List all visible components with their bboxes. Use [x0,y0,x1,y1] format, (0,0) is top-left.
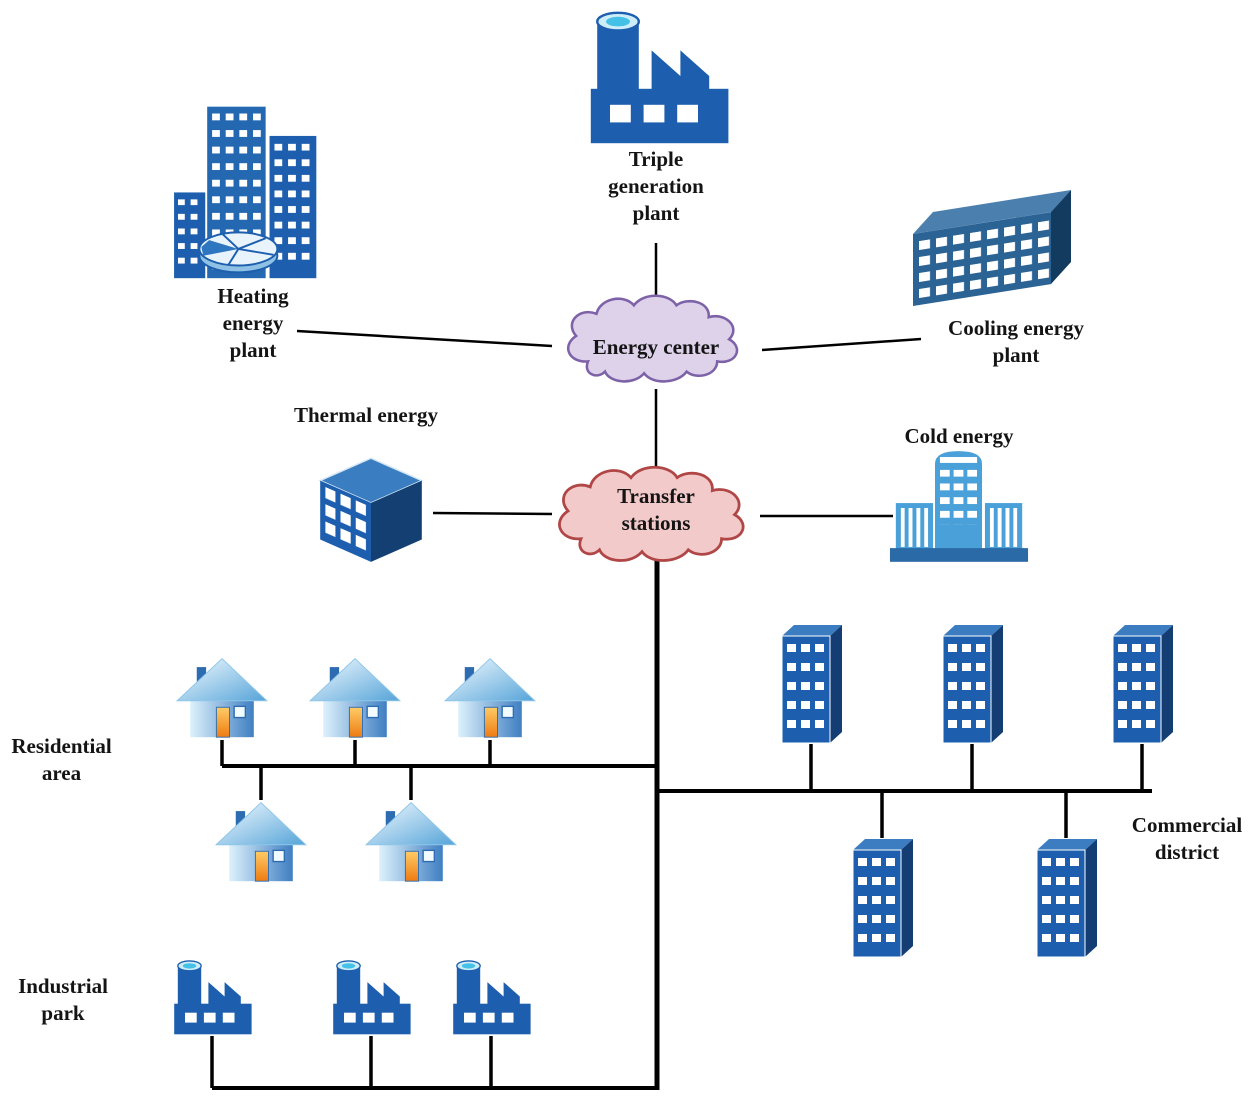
label-cooling-energy-plant: Cooling energy plant [948,316,1084,367]
label-cold-energy: Cold energy [904,424,1014,448]
office-building-icon [1109,622,1175,744]
label-thermal-energy: Thermal energy [293,403,439,427]
house-icon [214,798,308,884]
label-energy-center: Energy center [592,335,720,359]
house-icon [443,654,537,740]
edge-heating-to-center [296,329,553,348]
edge-thermal-to-transfer [432,511,553,516]
label-transfer-stations: Transfer stations [617,484,695,535]
factory-icon [446,955,536,1038]
house-icon [308,654,402,740]
edge-lines [210,243,1152,1090]
office-building-icon [1033,836,1099,958]
office-building-icon [939,622,1005,744]
house-icon [175,654,269,740]
label-industrial-park: Industrial park [18,974,108,1025]
label-heating-energy-plant: Heating energy plant [217,284,289,362]
factory-icon [167,955,257,1038]
cold-energy-building-icon [888,446,1030,566]
label-residential-area: Residential area [11,734,112,785]
office-building-icon [778,622,844,744]
factory-icon [326,955,416,1038]
heating-energy-plant-icon [170,95,335,285]
label-triple-generation-plant: Triple generation plant [608,147,704,225]
house-icon [364,798,458,884]
thermal-energy-building-icon [308,448,434,566]
office-building-icon [849,836,915,958]
edge-cooling-to-center [761,337,922,352]
cooling-energy-plant-icon [905,172,1080,322]
label-commercial-district: Commercial district [1131,813,1243,864]
triple-generation-plant-icon [578,2,738,150]
